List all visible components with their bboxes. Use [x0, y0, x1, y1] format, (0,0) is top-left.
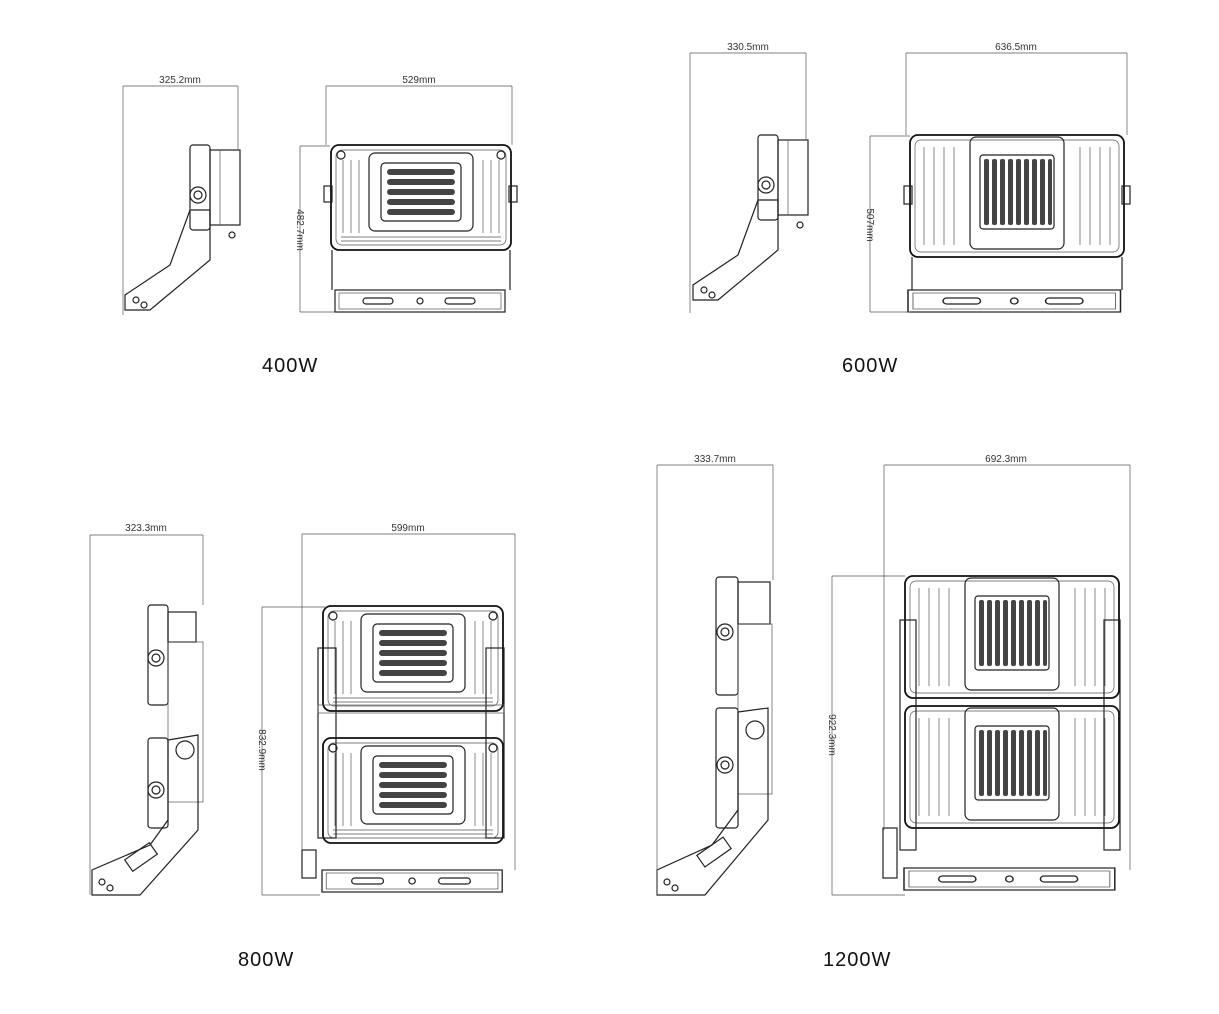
- side-view-1200w: [656, 576, 773, 896]
- front-width-1200w: 692.3mm: [985, 454, 1027, 465]
- model-1200w: 333.7mm 692.3mm 922.3mm 1200W: [656, 454, 1131, 971]
- front-view-800w: [301, 605, 505, 893]
- model-800w: 323.3mm 599mm 832.9mm 800W: [89, 523, 516, 971]
- front-height-400w: 482.7mm: [294, 209, 305, 251]
- side-depth-800w: 323.3mm: [125, 523, 167, 534]
- front-width-800w: 599mm: [391, 523, 424, 534]
- front-height-800w: 832.9mm: [256, 729, 267, 771]
- model-label-600w: 600W: [842, 355, 898, 377]
- side-view-800w: [91, 604, 204, 896]
- side-depth-1200w: 333.7mm: [694, 454, 736, 465]
- side-depth-600w: 330.5mm: [727, 42, 769, 53]
- model-label-400w: 400W: [262, 355, 318, 377]
- front-view-400w: [323, 144, 518, 313]
- model-400w: 325.2mm 529mm 482.7mm 400W: [122, 75, 518, 377]
- front-width-600w: 636.5mm: [995, 42, 1037, 53]
- front-width-400w: 529mm: [402, 75, 435, 86]
- side-depth-400w: 325.2mm: [159, 75, 201, 86]
- front-height-1200w: 922.3mm: [826, 714, 837, 756]
- front-view-600w: [903, 134, 1131, 313]
- model-label-800w: 800W: [238, 949, 294, 971]
- front-view-1200w: [882, 575, 1121, 891]
- model-600w: 330.5mm 636.5mm 507mm 600W: [689, 42, 1131, 377]
- model-label-1200w: 1200W: [823, 949, 891, 971]
- side-view-400w: [124, 144, 241, 311]
- side-view-600w: [692, 134, 809, 301]
- front-height-600w: 507mm: [864, 208, 875, 241]
